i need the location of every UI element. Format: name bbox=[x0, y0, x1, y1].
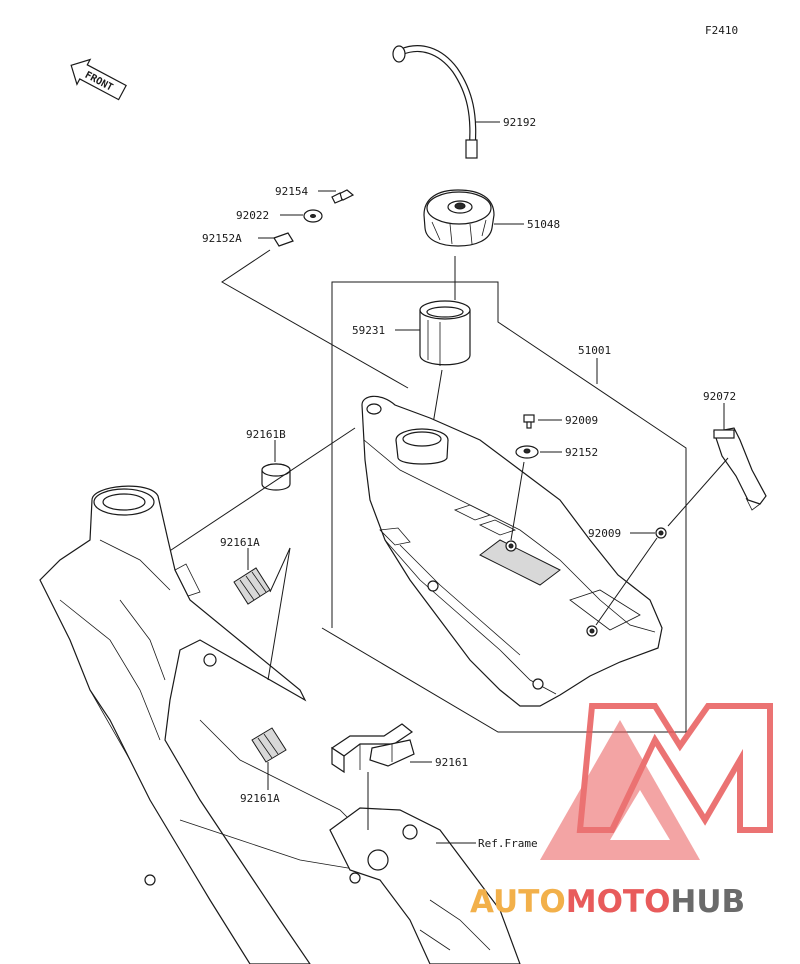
label-ref-frame: Ref.Frame bbox=[478, 837, 538, 850]
label-51048: 51048 bbox=[527, 218, 560, 231]
watermark-text: AUTOMOTOHUB bbox=[470, 884, 745, 920]
label-92009-upper: 92009 bbox=[565, 414, 598, 427]
label-92161: 92161 bbox=[435, 756, 468, 769]
strap-92072 bbox=[713, 427, 767, 511]
label-92009-lower: 92009 bbox=[588, 527, 621, 540]
bolt-92009-upper bbox=[523, 414, 535, 429]
label-51001: 51001 bbox=[578, 344, 611, 357]
fuel-hose-92192 bbox=[392, 45, 478, 159]
fuel-cap-51048 bbox=[423, 189, 495, 247]
label-92154: 92154 bbox=[275, 185, 308, 198]
fuel-tank-51001 bbox=[361, 395, 663, 707]
rubber-92161B bbox=[261, 463, 291, 491]
washer-92022 bbox=[303, 209, 323, 223]
bolt-92154 bbox=[331, 189, 355, 204]
front-arrow-icon: FRONT bbox=[70, 58, 127, 101]
label-92192: 92192 bbox=[503, 116, 536, 129]
bolt-92009-lower bbox=[655, 527, 667, 539]
frame-reference bbox=[39, 485, 521, 964]
collar-92152A bbox=[273, 232, 294, 247]
collar-92152 bbox=[515, 445, 539, 459]
label-92072: 92072 bbox=[703, 390, 736, 403]
automotohub-logo bbox=[540, 703, 773, 860]
filler-neck-59231 bbox=[419, 300, 471, 366]
pad-92161A-lower bbox=[251, 727, 287, 763]
figure-code: F2410 bbox=[705, 24, 738, 37]
label-92022: 92022 bbox=[236, 209, 269, 222]
label-92152A: 92152A bbox=[202, 232, 242, 245]
label-92152: 92152 bbox=[565, 446, 598, 459]
label-92161A-lower: 92161A bbox=[240, 792, 280, 805]
label-92161B: 92161B bbox=[246, 428, 286, 441]
pad-92161A-upper bbox=[233, 567, 271, 605]
rubber-92161 bbox=[330, 723, 415, 774]
label-92161A-upper: 92161A bbox=[220, 536, 260, 549]
label-59231: 59231 bbox=[352, 324, 385, 337]
